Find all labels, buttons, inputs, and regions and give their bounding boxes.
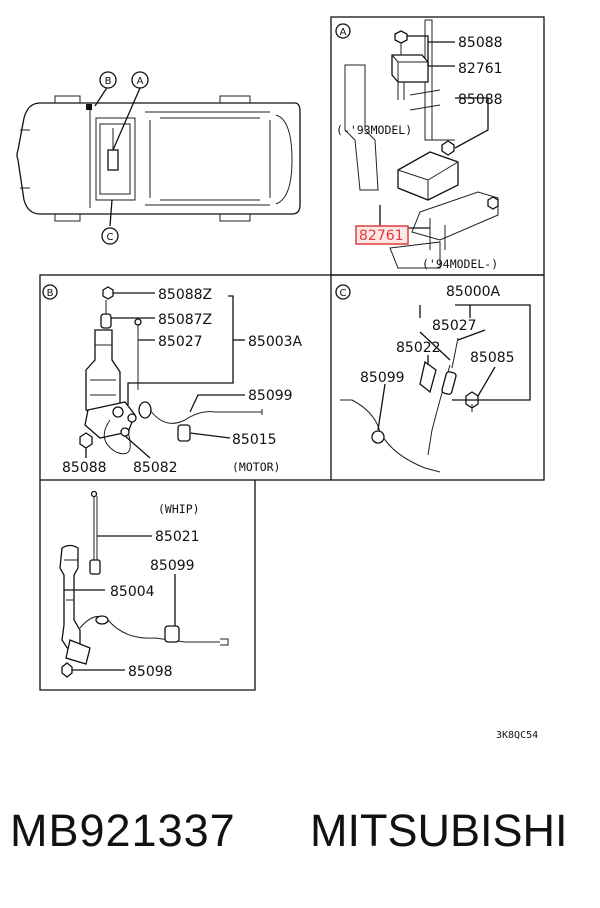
vehicle-top-view: [16, 71, 301, 245]
parts-diagram: B A C: [16, 16, 545, 741]
panel-frames: [39, 16, 545, 691]
label-whip-85021: 85021: [155, 529, 200, 545]
label-a-82761-top: 82761: [458, 61, 503, 77]
note-whip: (WHIP): [158, 502, 200, 516]
label-b-85027: 85027: [158, 334, 203, 350]
callout-c-text: C: [107, 232, 114, 243]
callout-a-text: A: [137, 76, 144, 87]
label-c-85085: 85085: [470, 350, 515, 366]
diagram-code: 3K8QC54: [496, 730, 538, 741]
note-93model: (-'93MODEL): [336, 123, 412, 137]
label-b-85088z: 85088Z: [158, 287, 212, 303]
label-a-85088-top: 85088: [458, 35, 503, 51]
label-b-85003a: 85003A: [248, 334, 303, 350]
panel-a-badge: A: [340, 27, 347, 38]
panel-c-badge: C: [340, 288, 347, 299]
whip-section: [59, 490, 229, 678]
note-motor: (MOTOR): [232, 460, 280, 474]
label-b-85015: 85015: [232, 432, 277, 448]
note-94model: ('94MODEL-): [422, 257, 498, 271]
label-whip-85004: 85004: [110, 584, 155, 600]
callout-b-text: B: [105, 76, 112, 87]
panel-b-badge: B: [47, 288, 54, 299]
label-b-85088: 85088: [62, 460, 107, 476]
panel-a: [335, 19, 499, 269]
panel-c: [335, 284, 531, 473]
footer-brand: MITSUBISHI: [310, 805, 568, 856]
label-b-85099: 85099: [248, 388, 293, 404]
highlight-box: [355, 225, 409, 245]
label-a-82761-highlighted: 82761: [359, 228, 404, 244]
label-b-85082: 85082: [133, 460, 178, 476]
footer-part-number: MB921337: [10, 805, 236, 856]
label-b-85087z: 85087Z: [158, 312, 212, 328]
label-a-85088-mid: 85088: [458, 92, 503, 108]
label-c-85099: 85099: [360, 370, 405, 386]
label-c-85027: 85027: [432, 318, 477, 334]
label-c-85000a: 85000A: [446, 284, 501, 300]
label-c-85022: 85022: [396, 340, 441, 356]
label-whip-85099: 85099: [150, 558, 195, 574]
label-whip-85098: 85098: [128, 664, 173, 680]
panel-b: [42, 284, 263, 459]
